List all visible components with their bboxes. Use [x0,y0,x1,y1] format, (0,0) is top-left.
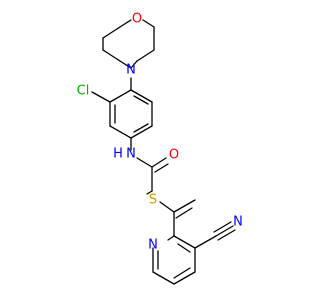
bond [217,229,236,241]
bond [175,207,193,219]
atom-label: N [126,63,136,78]
bond [130,89,153,103]
bond [173,267,191,279]
bond [136,157,153,168]
bond [142,19,155,28]
bond [91,91,111,103]
bond [213,221,232,233]
bond [109,125,132,139]
atom-label: Cl [77,84,90,99]
bond [133,123,149,133]
bond [173,199,196,213]
bond [173,235,196,249]
bond [102,26,121,39]
atom-label: O [132,12,142,27]
bond [130,125,153,139]
atom-label: N [148,238,158,253]
bond [130,60,138,69]
bond [136,49,155,62]
bond [152,271,175,285]
bonds [91,19,236,285]
bond [173,271,196,285]
bond [194,235,217,249]
bond [146,190,153,195]
bond [167,235,175,241]
bond [151,157,167,168]
bond [159,201,175,213]
molecule-structure: O N Cl N H O S N N [77,12,243,285]
bond [177,243,191,253]
bond [109,89,132,103]
atom-labels: O N Cl N H O S N N [77,12,243,253]
atom-label: O [169,148,179,163]
bond [119,19,132,28]
bond [102,49,121,62]
bond [133,95,149,105]
atom-label: N [233,215,243,230]
bond [215,225,234,237]
atom-label: H [113,147,123,162]
bond [119,60,132,69]
atom-label: N [126,147,136,162]
atom-label: S [149,193,157,208]
bond [154,163,169,173]
